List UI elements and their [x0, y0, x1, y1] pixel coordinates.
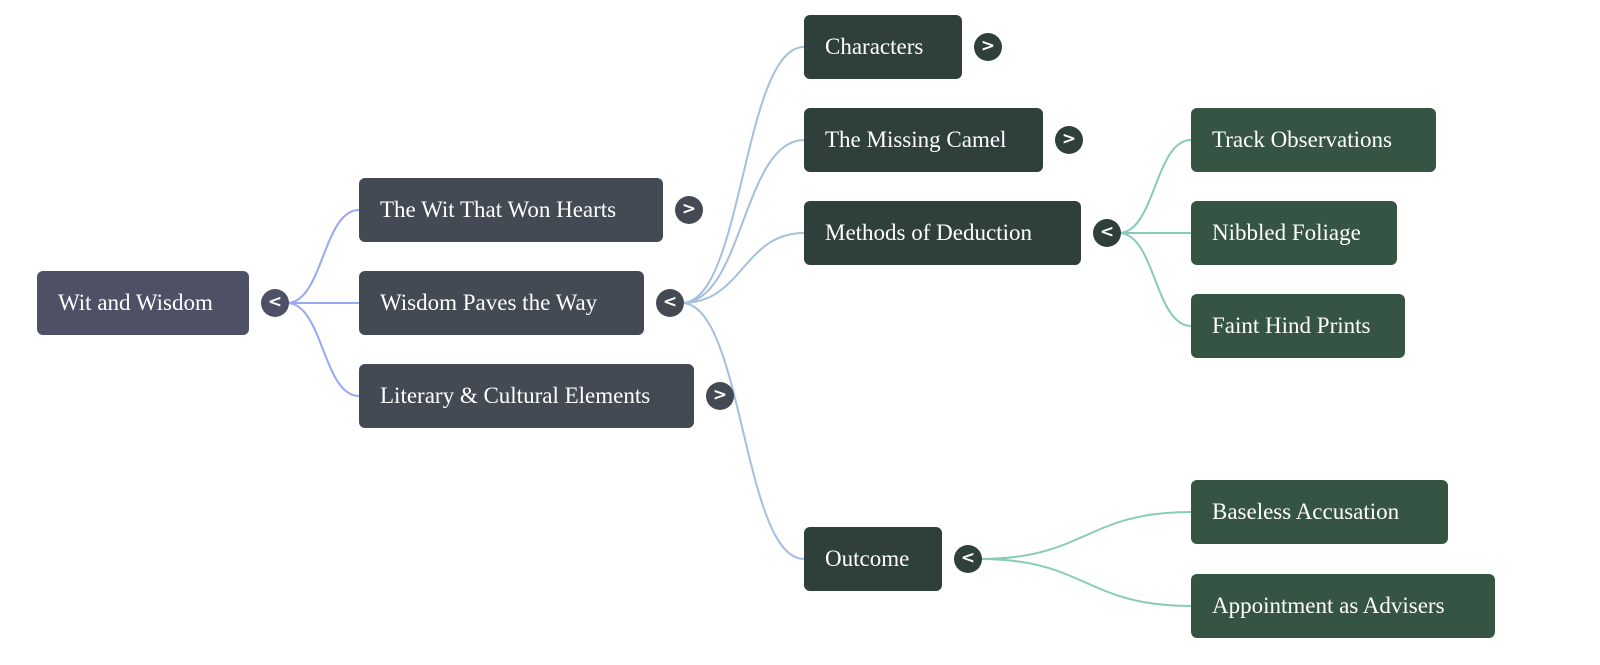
node-literary-cultural[interactable]: Literary & Cultural Elements	[359, 364, 694, 428]
expand-toggle-icon[interactable]: >	[706, 382, 734, 410]
node-outcome[interactable]: Outcome	[804, 527, 942, 591]
node-label: Wisdom Paves the Way	[380, 290, 598, 315]
node-label: Appointment as Advisers	[1212, 593, 1445, 618]
link-outcome-to-baseless-accusation	[979, 511, 1192, 560]
node-methods-deduction[interactable]: Methods of Deduction	[804, 201, 1081, 265]
node-wisdom-paves[interactable]: Wisdom Paves the Way	[359, 271, 644, 335]
collapse-toggle-icon[interactable]: <	[1093, 219, 1121, 247]
node-label: The Wit That Won Hearts	[380, 197, 617, 222]
node-baseless-accusation[interactable]: Baseless Accusation	[1191, 480, 1448, 544]
collapse-toggle-icon[interactable]: <	[656, 289, 684, 317]
node-label: Faint Hind Prints	[1212, 313, 1371, 338]
node-label: Outcome	[825, 546, 910, 571]
node-appointment-advisers[interactable]: Appointment as Advisers	[1191, 574, 1495, 638]
link-wisdom-paves-to-outcome	[681, 302, 805, 560]
link-wisdom-paves-to-methods-deduction	[681, 232, 805, 304]
node-nibbled-foliage[interactable]: Nibbled Foliage	[1191, 201, 1397, 265]
node-wit-won-hearts[interactable]: The Wit That Won Hearts	[359, 178, 663, 242]
node-label: Methods of Deduction	[825, 220, 1032, 245]
node-root[interactable]: Wit and Wisdom	[37, 271, 249, 335]
link-wisdom-paves-to-missing-camel	[681, 139, 805, 304]
link-methods-deduction-to-track-observations	[1118, 139, 1192, 234]
expand-toggle-icon[interactable]: >	[1055, 126, 1083, 154]
link-root-to-literary-cultural	[286, 302, 360, 397]
node-label: Wit and Wisdom	[58, 290, 213, 315]
node-missing-camel[interactable]: The Missing Camel	[804, 108, 1043, 172]
node-label: Nibbled Foliage	[1212, 220, 1361, 245]
expand-toggle-icon[interactable]: >	[974, 33, 1002, 61]
node-faint-hind-prints[interactable]: Faint Hind Prints	[1191, 294, 1405, 358]
collapse-toggle-icon[interactable]: <	[954, 545, 982, 573]
link-methods-deduction-to-faint-hind-prints	[1118, 232, 1192, 327]
link-root-to-wit-won-hearts	[286, 209, 360, 304]
node-label: Track Observations	[1212, 127, 1392, 152]
node-label: Literary & Cultural Elements	[380, 383, 651, 408]
node-label: Characters	[825, 34, 924, 59]
collapse-toggle-icon[interactable]: <	[261, 289, 289, 317]
node-label: The Missing Camel	[825, 127, 1007, 152]
node-label: Baseless Accusation	[1212, 499, 1400, 524]
link-outcome-to-appointment-advisers	[979, 558, 1192, 607]
node-track-observations[interactable]: Track Observations	[1191, 108, 1436, 172]
link-wisdom-paves-to-characters	[681, 46, 805, 304]
node-characters[interactable]: Characters	[804, 15, 962, 79]
expand-toggle-icon[interactable]: >	[675, 196, 703, 224]
